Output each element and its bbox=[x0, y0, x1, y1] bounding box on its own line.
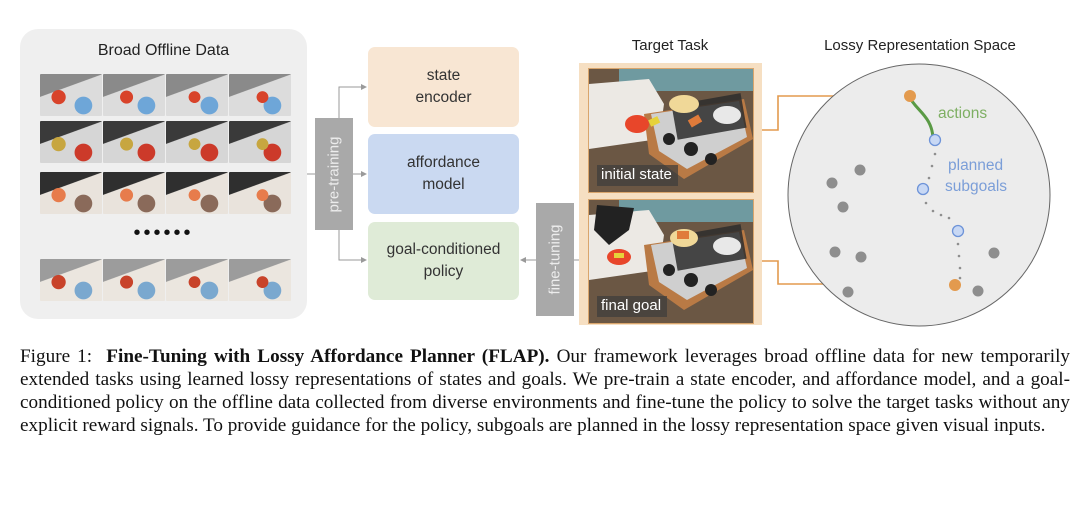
final-goal-point bbox=[949, 279, 961, 291]
offline-thumbnail bbox=[166, 259, 228, 301]
subgoals-label-line1: planned bbox=[948, 157, 1003, 174]
offline-thumbnail bbox=[229, 172, 291, 214]
lossy-space-title: Lossy Representation Space bbox=[824, 37, 1016, 54]
policy-line2: policy bbox=[423, 263, 464, 280]
caption-prefix: Figure 1: bbox=[20, 346, 93, 367]
offline-thumbnail bbox=[229, 121, 291, 163]
state-encoder-line1: state bbox=[426, 67, 461, 84]
state-encoder-box: state encoder bbox=[368, 47, 519, 127]
pretraining-label: pre-training bbox=[315, 118, 353, 230]
state-point bbox=[988, 247, 1000, 259]
actions-label: actions bbox=[938, 105, 987, 122]
offline-data-title: Broad Offline Data bbox=[97, 42, 230, 59]
offline-thumbnail bbox=[229, 259, 291, 301]
affordance-model-box: affordance model bbox=[368, 134, 519, 214]
affordance-line1: affordance bbox=[407, 154, 480, 171]
figure-caption: Figure 1: Fine-Tuning with Lossy Afforda… bbox=[20, 345, 1070, 437]
offline-thumbnail bbox=[166, 74, 228, 116]
state-point bbox=[854, 164, 866, 176]
final-goal-image: final goal bbox=[588, 199, 754, 324]
state-point bbox=[837, 201, 849, 213]
lossy-space-diagram: actions planned subgoals bbox=[787, 63, 1051, 327]
final-goal-label: final goal bbox=[597, 296, 668, 317]
offline-thumbnail bbox=[40, 121, 102, 163]
offline-thumbnail bbox=[166, 121, 228, 163]
initial-state-point bbox=[904, 90, 916, 102]
caption-body: Our framework leverages broad offline da… bbox=[20, 346, 1070, 436]
initial-state-image: initial state bbox=[588, 68, 754, 193]
offline-thumbnail bbox=[103, 121, 165, 163]
offline-thumbnail bbox=[40, 74, 102, 116]
offline-thumbnail bbox=[103, 74, 165, 116]
caption-title: Fine-Tuning with Lossy Affordance Planne… bbox=[106, 346, 550, 367]
offline-thumbnail bbox=[166, 172, 228, 214]
offline-thumbnail bbox=[103, 259, 165, 301]
subgoal-point bbox=[951, 224, 965, 238]
offline-thumbnail bbox=[40, 172, 102, 214]
state-point bbox=[972, 285, 984, 297]
policy-line1: goal-conditioned bbox=[386, 241, 501, 258]
offline-thumbnail bbox=[40, 259, 102, 301]
target-task-title: Target Task bbox=[631, 37, 709, 54]
state-point bbox=[826, 177, 838, 189]
offline-thumbnail bbox=[103, 172, 165, 214]
pretraining-text: pre-training bbox=[325, 136, 343, 212]
state-point bbox=[855, 251, 867, 263]
state-point bbox=[829, 246, 841, 258]
subgoal-point bbox=[916, 182, 930, 196]
offline-thumbnail bbox=[229, 74, 291, 116]
goal-conditioned-policy-box: goal-conditioned policy bbox=[368, 222, 519, 300]
state-encoder-line2: encoder bbox=[415, 89, 472, 106]
subgoal-point bbox=[928, 133, 942, 147]
finetuning-text: fine-tuning bbox=[546, 224, 564, 295]
state-points bbox=[826, 164, 1000, 298]
initial-state-label: initial state bbox=[597, 165, 678, 186]
finetuning-label: fine-tuning bbox=[536, 203, 574, 316]
planned-path-dots bbox=[924, 152, 962, 280]
pretraining-connectors bbox=[307, 84, 367, 263]
subgoals-label-line2: subgoals bbox=[945, 178, 1007, 195]
affordance-line2: model bbox=[422, 176, 465, 193]
state-point bbox=[842, 286, 854, 298]
representation-circle bbox=[787, 63, 1051, 327]
